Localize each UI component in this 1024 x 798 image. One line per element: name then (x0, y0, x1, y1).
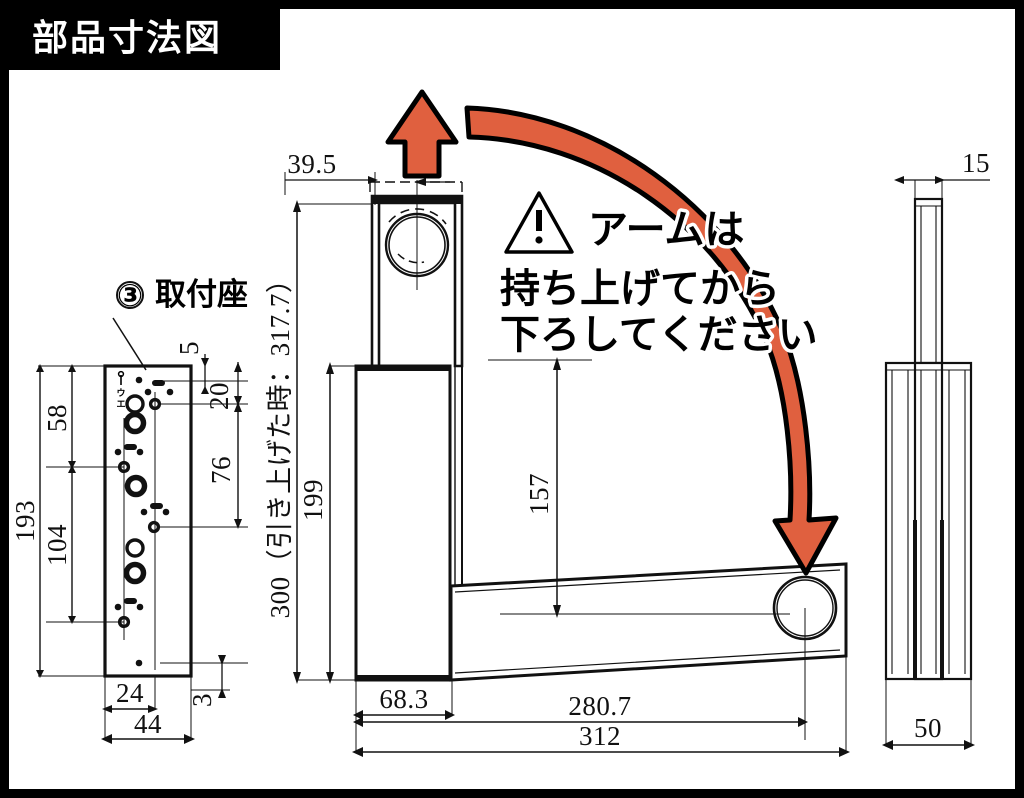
swing-down-arrow-icon (464, 105, 839, 576)
dim-76: 76 (206, 402, 242, 529)
callout-label: 取付座 (155, 277, 248, 313)
warning-line-3: 下ろしてください (500, 312, 818, 358)
roller-rotation-arc (388, 208, 447, 225)
dim-193: 193 (10, 364, 44, 678)
title-bar: 部品寸法図 (8, 8, 280, 70)
callout-leader (112, 317, 147, 371)
arm-inner-line (454, 569, 841, 674)
mounting-plate-view: ウ エ (10, 277, 248, 744)
dim-157: 157 (488, 357, 790, 618)
dim-5: 5 (174, 341, 209, 394)
dim-39-5: 39.5 (284, 149, 378, 205)
dim-300: 300（引き上げた時：317.7） (265, 200, 372, 684)
dim-24-label: 24 (116, 678, 144, 708)
dim-312: 312 (352, 721, 850, 757)
dim-193-label: 193 (10, 500, 40, 542)
orientation-label: ウ (116, 388, 125, 399)
orientation-label-2: エ (116, 400, 125, 410)
side-view: 15 50 (882, 148, 990, 750)
dim-44: 44 (101, 709, 195, 744)
dim-68-3-label: 68.3 (379, 684, 428, 714)
dim-280-7-label: 280.7 (568, 691, 631, 721)
dim-39-5-label: 39.5 (287, 149, 336, 179)
motion-arrows (385, 89, 839, 576)
dim-15-label: 15 (962, 148, 990, 178)
page-title: 部品寸法図 (32, 18, 223, 59)
dim-24: 24 (102, 678, 158, 713)
dim-68-3: 68.3 (353, 684, 455, 720)
dim-76-label: 76 (206, 456, 236, 484)
dim-104-label: 104 (42, 524, 72, 566)
dim-199: 199 (298, 362, 356, 684)
dim-300-label: 300（引き上げた時：317.7） (265, 266, 295, 619)
warning-line-1: アームは (588, 207, 744, 253)
callout-mounting-base: ③ 取付座 (116, 277, 248, 314)
dim-312-label: 312 (579, 721, 621, 751)
dim-20-label: 20 (204, 382, 234, 410)
warning-line-2: 持ち上げてから (500, 266, 780, 312)
dim-3: 3 (187, 655, 230, 707)
dim-58-label: 58 (42, 404, 72, 432)
dim-157-label: 157 (524, 473, 554, 515)
warning-block: アームは 持ち上げてから 下ろしてください (497, 188, 821, 362)
dim-44-label: 44 (134, 709, 162, 739)
dim-50-label: 50 (914, 713, 942, 743)
dim-3-label: 3 (187, 693, 217, 707)
orientation-up-icon (117, 370, 125, 385)
plate-hole-pattern (114, 376, 174, 667)
dim-15: 15 (894, 148, 990, 199)
dim-5-label: 5 (174, 341, 204, 355)
dim-20: 20 (204, 362, 242, 410)
dim-280-7: 280.7 (353, 691, 808, 727)
dim-58: 58 (42, 364, 76, 469)
front-assembly-view: 39.5 300（引き上げた時：317.7） 1 (265, 149, 850, 757)
warning-triangle-icon (501, 188, 577, 257)
dim-50: 50 (882, 679, 975, 750)
lift-up-arrow-icon (385, 89, 459, 179)
callout-number: ③ (117, 278, 143, 314)
dim-199-label: 199 (298, 479, 328, 521)
